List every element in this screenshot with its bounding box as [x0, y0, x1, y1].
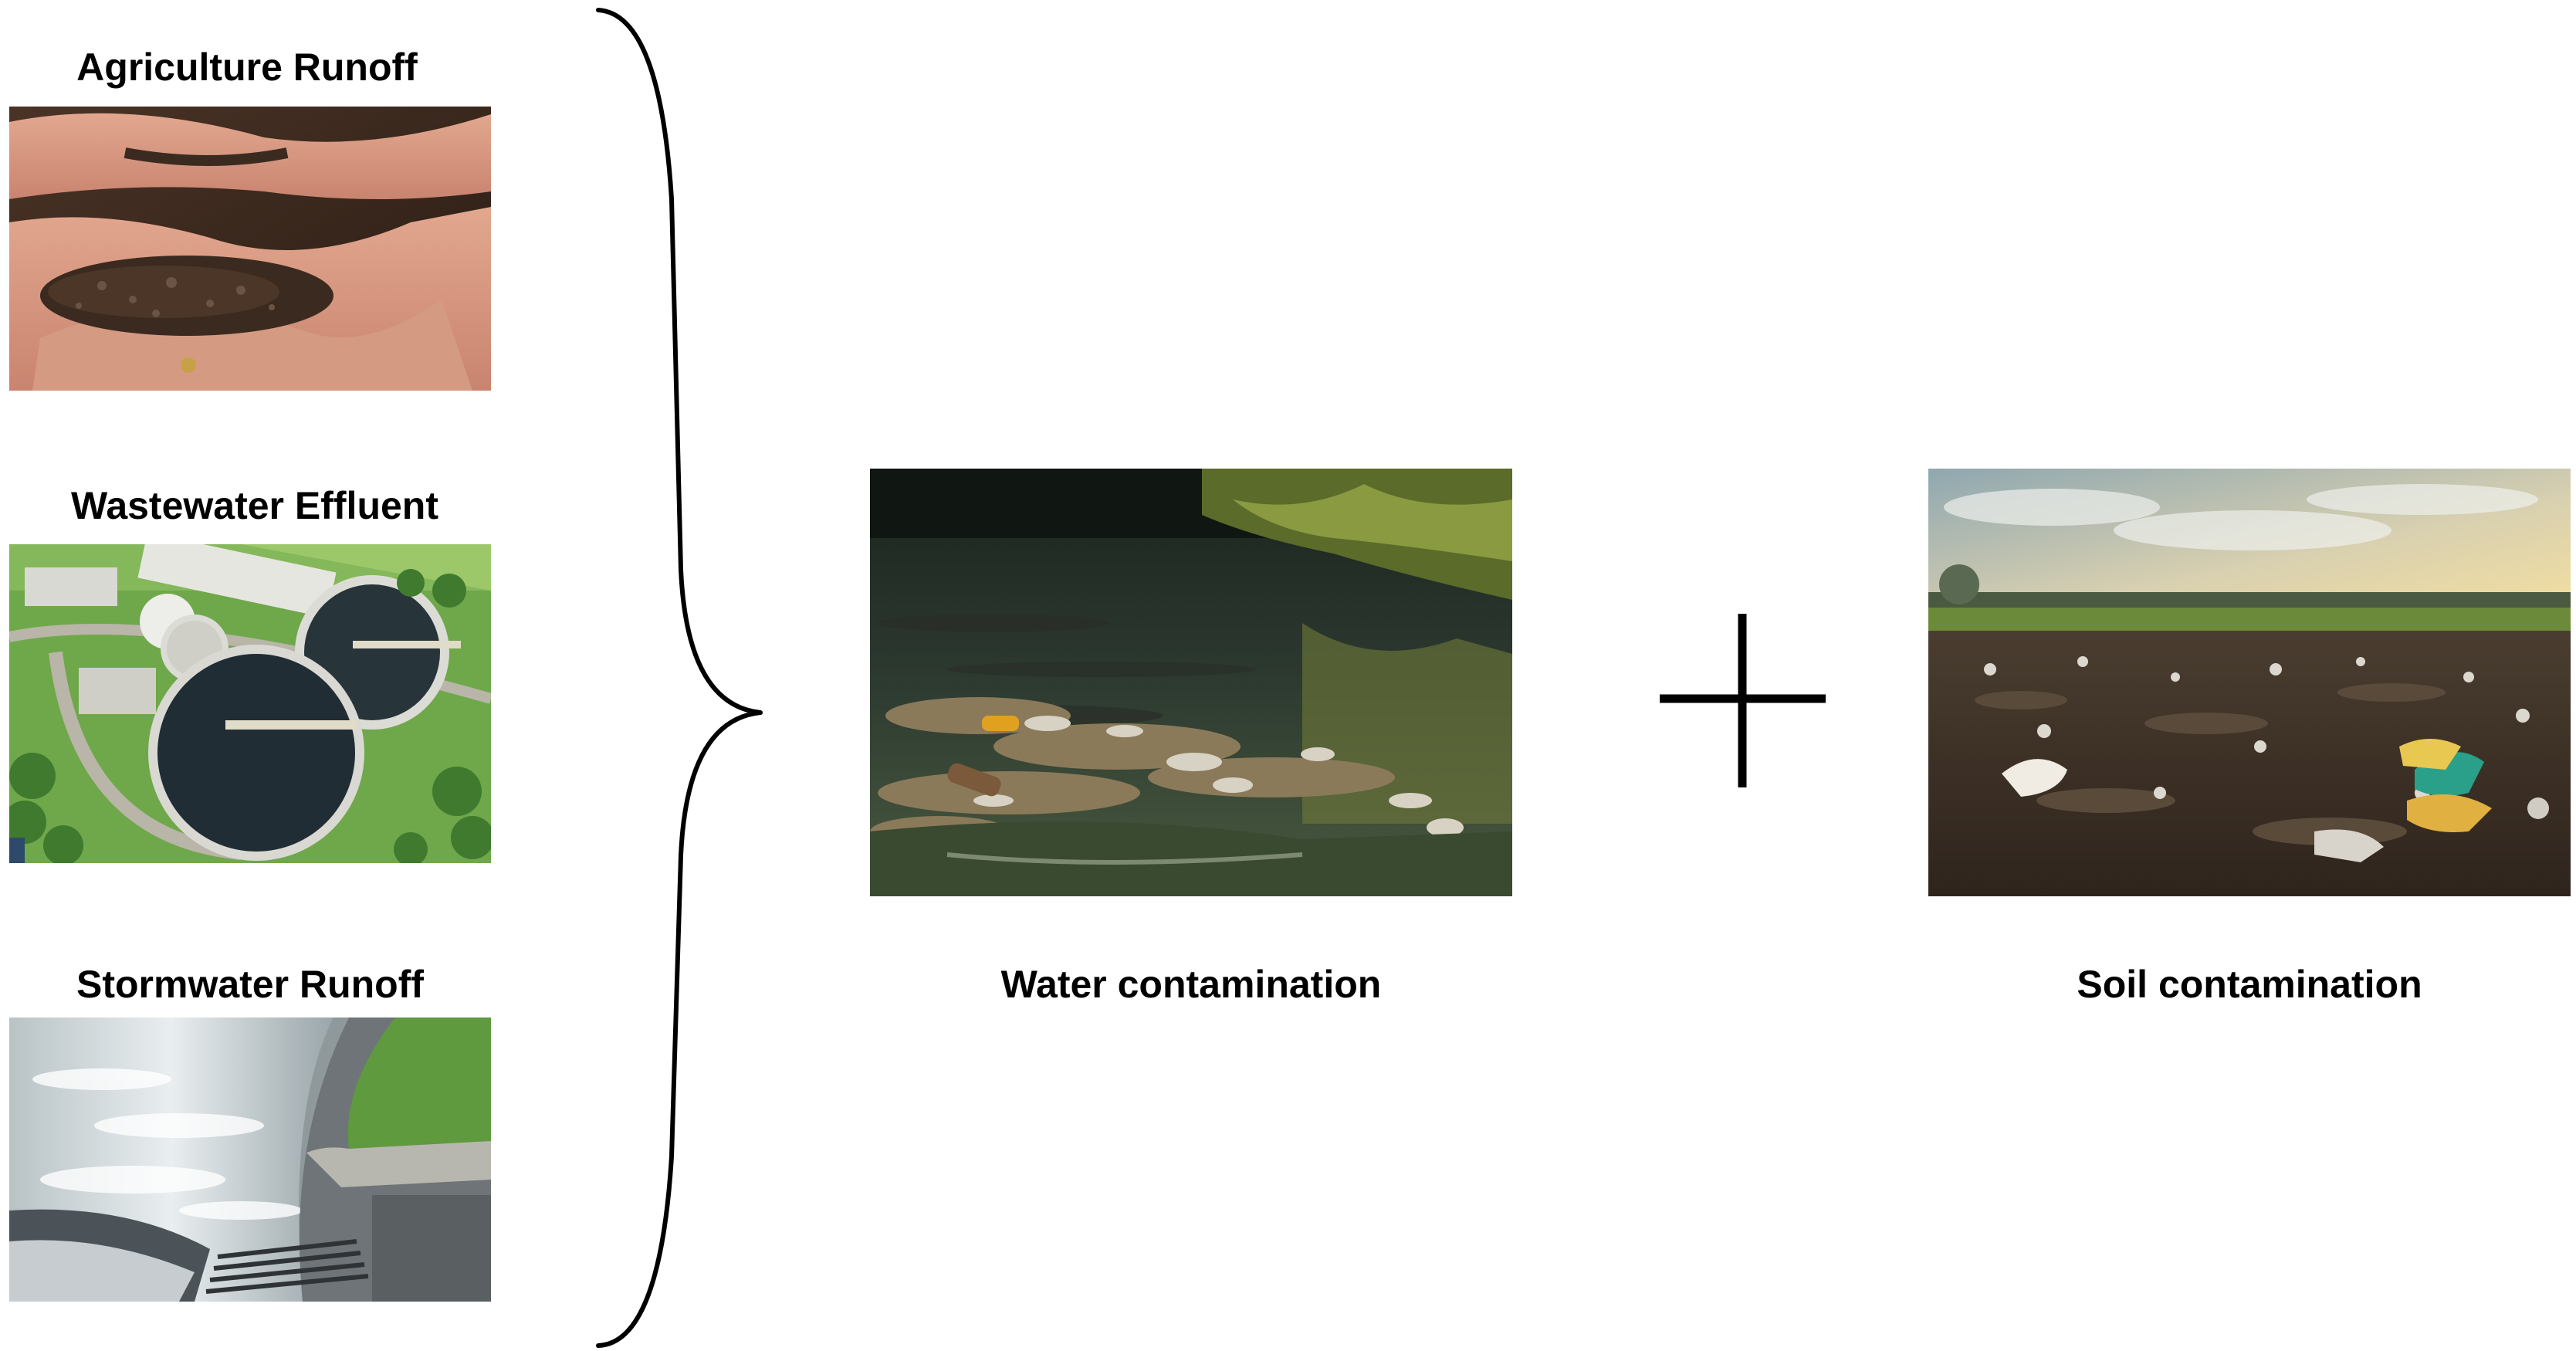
agriculture-runoff-photo [9, 107, 491, 391]
curly-brace-icon [596, 8, 763, 1348]
soil-contamination-label: Soil contamination [2077, 963, 2422, 1006]
soil-contamination-photo [1928, 469, 2571, 896]
agriculture-runoff-label: Agriculture Runoff [76, 46, 418, 89]
stormwater-runoff-photo [9, 1017, 491, 1302]
stormwater-runoff-label: Stormwater Runoff [76, 963, 424, 1006]
plus-icon [1660, 614, 1826, 787]
wastewater-effluent-label: Wastewater Effluent [70, 484, 438, 527]
water-contamination-photo [870, 469, 1512, 896]
wastewater-effluent-photo [9, 544, 491, 863]
water-contamination-label: Water contamination [1000, 963, 1382, 1006]
